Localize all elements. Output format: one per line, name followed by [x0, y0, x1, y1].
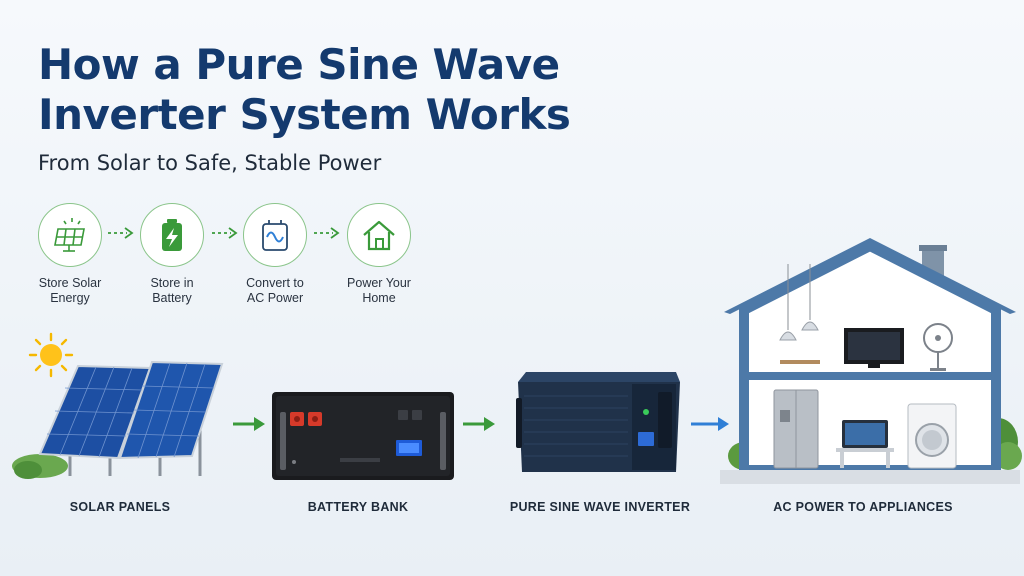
arrow-icon — [233, 417, 265, 431]
house-image — [720, 238, 1022, 484]
step-store-solar: Store Solar Energy — [20, 203, 120, 306]
solar-panels-image — [12, 360, 224, 479]
stage-label-battery-bank: BATTERY BANK — [307, 500, 409, 514]
dashed-arrow-icon — [108, 227, 134, 239]
solar-panel-icon — [38, 203, 102, 267]
dashed-arrow-icon — [314, 227, 340, 239]
step-label: Power Your Home — [347, 276, 411, 305]
battery-bank-image — [272, 392, 454, 480]
page-subtitle: From Solar to Safe, Stable Power — [38, 151, 382, 175]
arrow-icon — [691, 417, 729, 431]
title-line-1: How a Pure Sine Wave — [38, 40, 560, 89]
sine-wave-icon — [243, 203, 307, 267]
sun-icon — [28, 332, 74, 378]
house-icon — [347, 203, 411, 267]
dashed-arrow-icon — [212, 227, 238, 239]
step-convert-ac: Convert to AC Power — [225, 203, 325, 306]
step-label: Store in Battery — [150, 276, 194, 305]
battery-charging-icon — [140, 203, 204, 267]
inverter-image — [516, 372, 680, 472]
step-power-home: Power Your Home — [329, 203, 429, 306]
step-store-battery: Store in Battery — [122, 203, 222, 306]
arrow-icon — [463, 417, 495, 431]
stage-label-solar-panels: SOLAR PANELS — [69, 500, 171, 514]
step-label: Store Solar Energy — [38, 276, 102, 305]
stage-label-inverter: PURE SINE WAVE INVERTER — [509, 500, 691, 514]
title-line-2: Inverter System Works — [38, 90, 571, 139]
stage-label-ac-power: AC POWER TO APPLIANCES — [773, 500, 953, 514]
step-label: Convert to AC Power — [246, 276, 304, 305]
page-title: How a Pure Sine Wave Inverter System Wor… — [38, 40, 571, 140]
